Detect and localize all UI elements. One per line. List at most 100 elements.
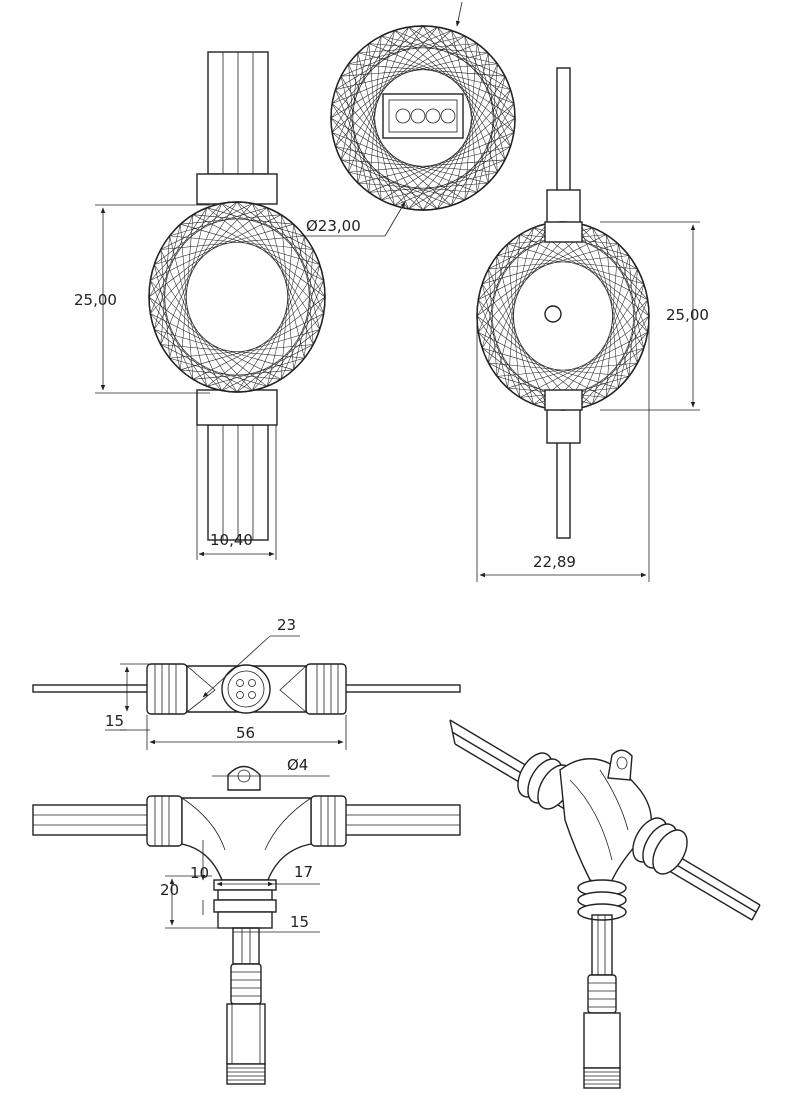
- mesh-line: [293, 264, 320, 370]
- mesh-line: [357, 52, 395, 206]
- mesh-line: [628, 255, 638, 364]
- mesh-line: [221, 280, 324, 391]
- mesh-line: [331, 103, 452, 206]
- mesh-line: [340, 25, 424, 160]
- mesh-line: [335, 26, 438, 90]
- mesh-line: [331, 30, 452, 133]
- mesh-line: [507, 234, 521, 389]
- mesh-line: [451, 30, 515, 133]
- side-height-label: 25,00: [666, 306, 709, 324]
- front-height-dimension: 25,00: [74, 204, 210, 394]
- mesh-line: [422, 25, 515, 104]
- side-height-dimension: 25,00: [600, 221, 709, 411]
- mesh-line: [507, 243, 521, 398]
- mesh-line: [330, 117, 465, 201]
- mesh-line: [381, 171, 498, 201]
- mesh-line: [368, 35, 382, 193]
- mesh-line: [180, 223, 320, 265]
- mesh-line: [496, 227, 534, 377]
- mesh-line: [464, 89, 511, 201]
- front-view: [148, 51, 326, 541]
- mesh-line: [154, 223, 294, 265]
- mesh-line: [335, 89, 438, 210]
- front-width-label: 10,40: [210, 531, 253, 549]
- mesh-line: [348, 63, 506, 77]
- conn-length-label: 56: [236, 724, 255, 742]
- mesh-line: [437, 117, 516, 210]
- mesh-line: [330, 35, 465, 119]
- mesh-line: [476, 43, 506, 160]
- t-branch-length-label: 20: [160, 881, 179, 899]
- mesh-line: [422, 76, 506, 211]
- mesh-line: [562, 221, 645, 349]
- mesh-line: [357, 146, 511, 184]
- t-branch-offset-label: 10: [190, 864, 209, 882]
- mesh-line: [605, 234, 619, 389]
- mesh-line: [148, 207, 268, 298]
- t-connector-dimensions: 10 17 20 15: [160, 840, 320, 933]
- mesh-line: [335, 52, 489, 90]
- mesh-line: [381, 117, 516, 201]
- mesh-line: [304, 249, 314, 359]
- mesh-line: [478, 234, 607, 300]
- mesh-line: [160, 235, 305, 250]
- conn-height-label: 15: [105, 712, 124, 730]
- mesh-line: [422, 25, 506, 160]
- mesh-line: [368, 182, 489, 193]
- mesh-line: [340, 43, 370, 160]
- side-view: [476, 67, 650, 539]
- mesh-line: [154, 329, 294, 371]
- mesh-line: [192, 313, 324, 380]
- side-width-label: 22,89: [533, 553, 576, 571]
- mesh-line: [605, 299, 648, 398]
- connector-dimensions: 15 56: [105, 663, 347, 750]
- mesh-line: [150, 203, 253, 314]
- mesh-line: [335, 89, 382, 201]
- mesh-line: [252, 249, 314, 391]
- mesh-line: [368, 43, 382, 201]
- mesh-line: [348, 26, 409, 173]
- mesh-line: [487, 52, 498, 173]
- front-width-dimension: 10,40: [196, 425, 277, 560]
- mesh-line: [605, 243, 619, 398]
- mesh-line: [408, 26, 511, 90]
- mesh-line: [592, 255, 630, 405]
- mesh-line: [381, 35, 516, 119]
- mesh-line: [408, 26, 511, 147]
- mesh-line: [206, 207, 326, 298]
- mesh-line: [180, 214, 194, 370]
- mesh-line: [348, 35, 465, 65]
- mesh-line: [348, 159, 506, 173]
- mesh-line: [488, 255, 629, 270]
- mesh-line: [497, 255, 638, 270]
- mesh-line: [340, 76, 370, 193]
- mesh-line: [497, 362, 638, 377]
- mesh-line: [148, 296, 268, 387]
- mesh-line: [577, 223, 638, 364]
- mesh-line: [348, 63, 359, 184]
- mesh-line: [340, 159, 452, 206]
- mesh-line: [331, 25, 424, 104]
- mesh-line: [618, 283, 645, 389]
- mesh-line: [357, 182, 478, 193]
- mesh-line: [381, 35, 498, 65]
- mesh-line: [154, 264, 238, 393]
- mesh-line: [206, 296, 326, 387]
- mesh-line: [451, 103, 515, 206]
- mesh-line: [331, 30, 395, 133]
- mesh-line: [348, 171, 465, 201]
- mesh-line: [437, 26, 498, 173]
- mesh-line: [192, 214, 324, 281]
- mesh-line: [394, 30, 515, 133]
- mesh-line: [422, 132, 515, 211]
- mesh-line: [394, 30, 506, 77]
- mesh-line: [180, 224, 194, 380]
- mesh-line: [368, 43, 515, 104]
- mesh-line: [488, 362, 629, 377]
- mesh-line: [464, 35, 511, 147]
- mesh-line: [331, 103, 395, 206]
- mesh-line: [180, 329, 320, 371]
- mesh-line: [348, 52, 359, 173]
- mesh-line: [236, 201, 320, 330]
- mesh-line: [236, 264, 320, 393]
